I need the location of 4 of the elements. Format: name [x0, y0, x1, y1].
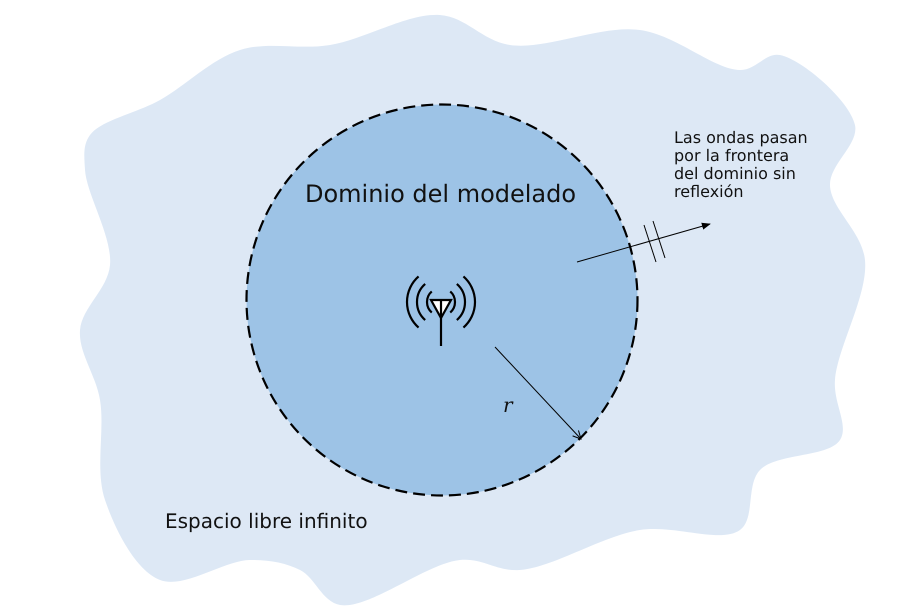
- domain-label: Dominio del modelado: [305, 180, 576, 208]
- radius-label: r: [503, 393, 514, 417]
- note-text: Las ondas pasan por la frontera del dominio sin reflexión: [674, 129, 809, 202]
- region-label: Espacio libre infinito: [165, 509, 368, 533]
